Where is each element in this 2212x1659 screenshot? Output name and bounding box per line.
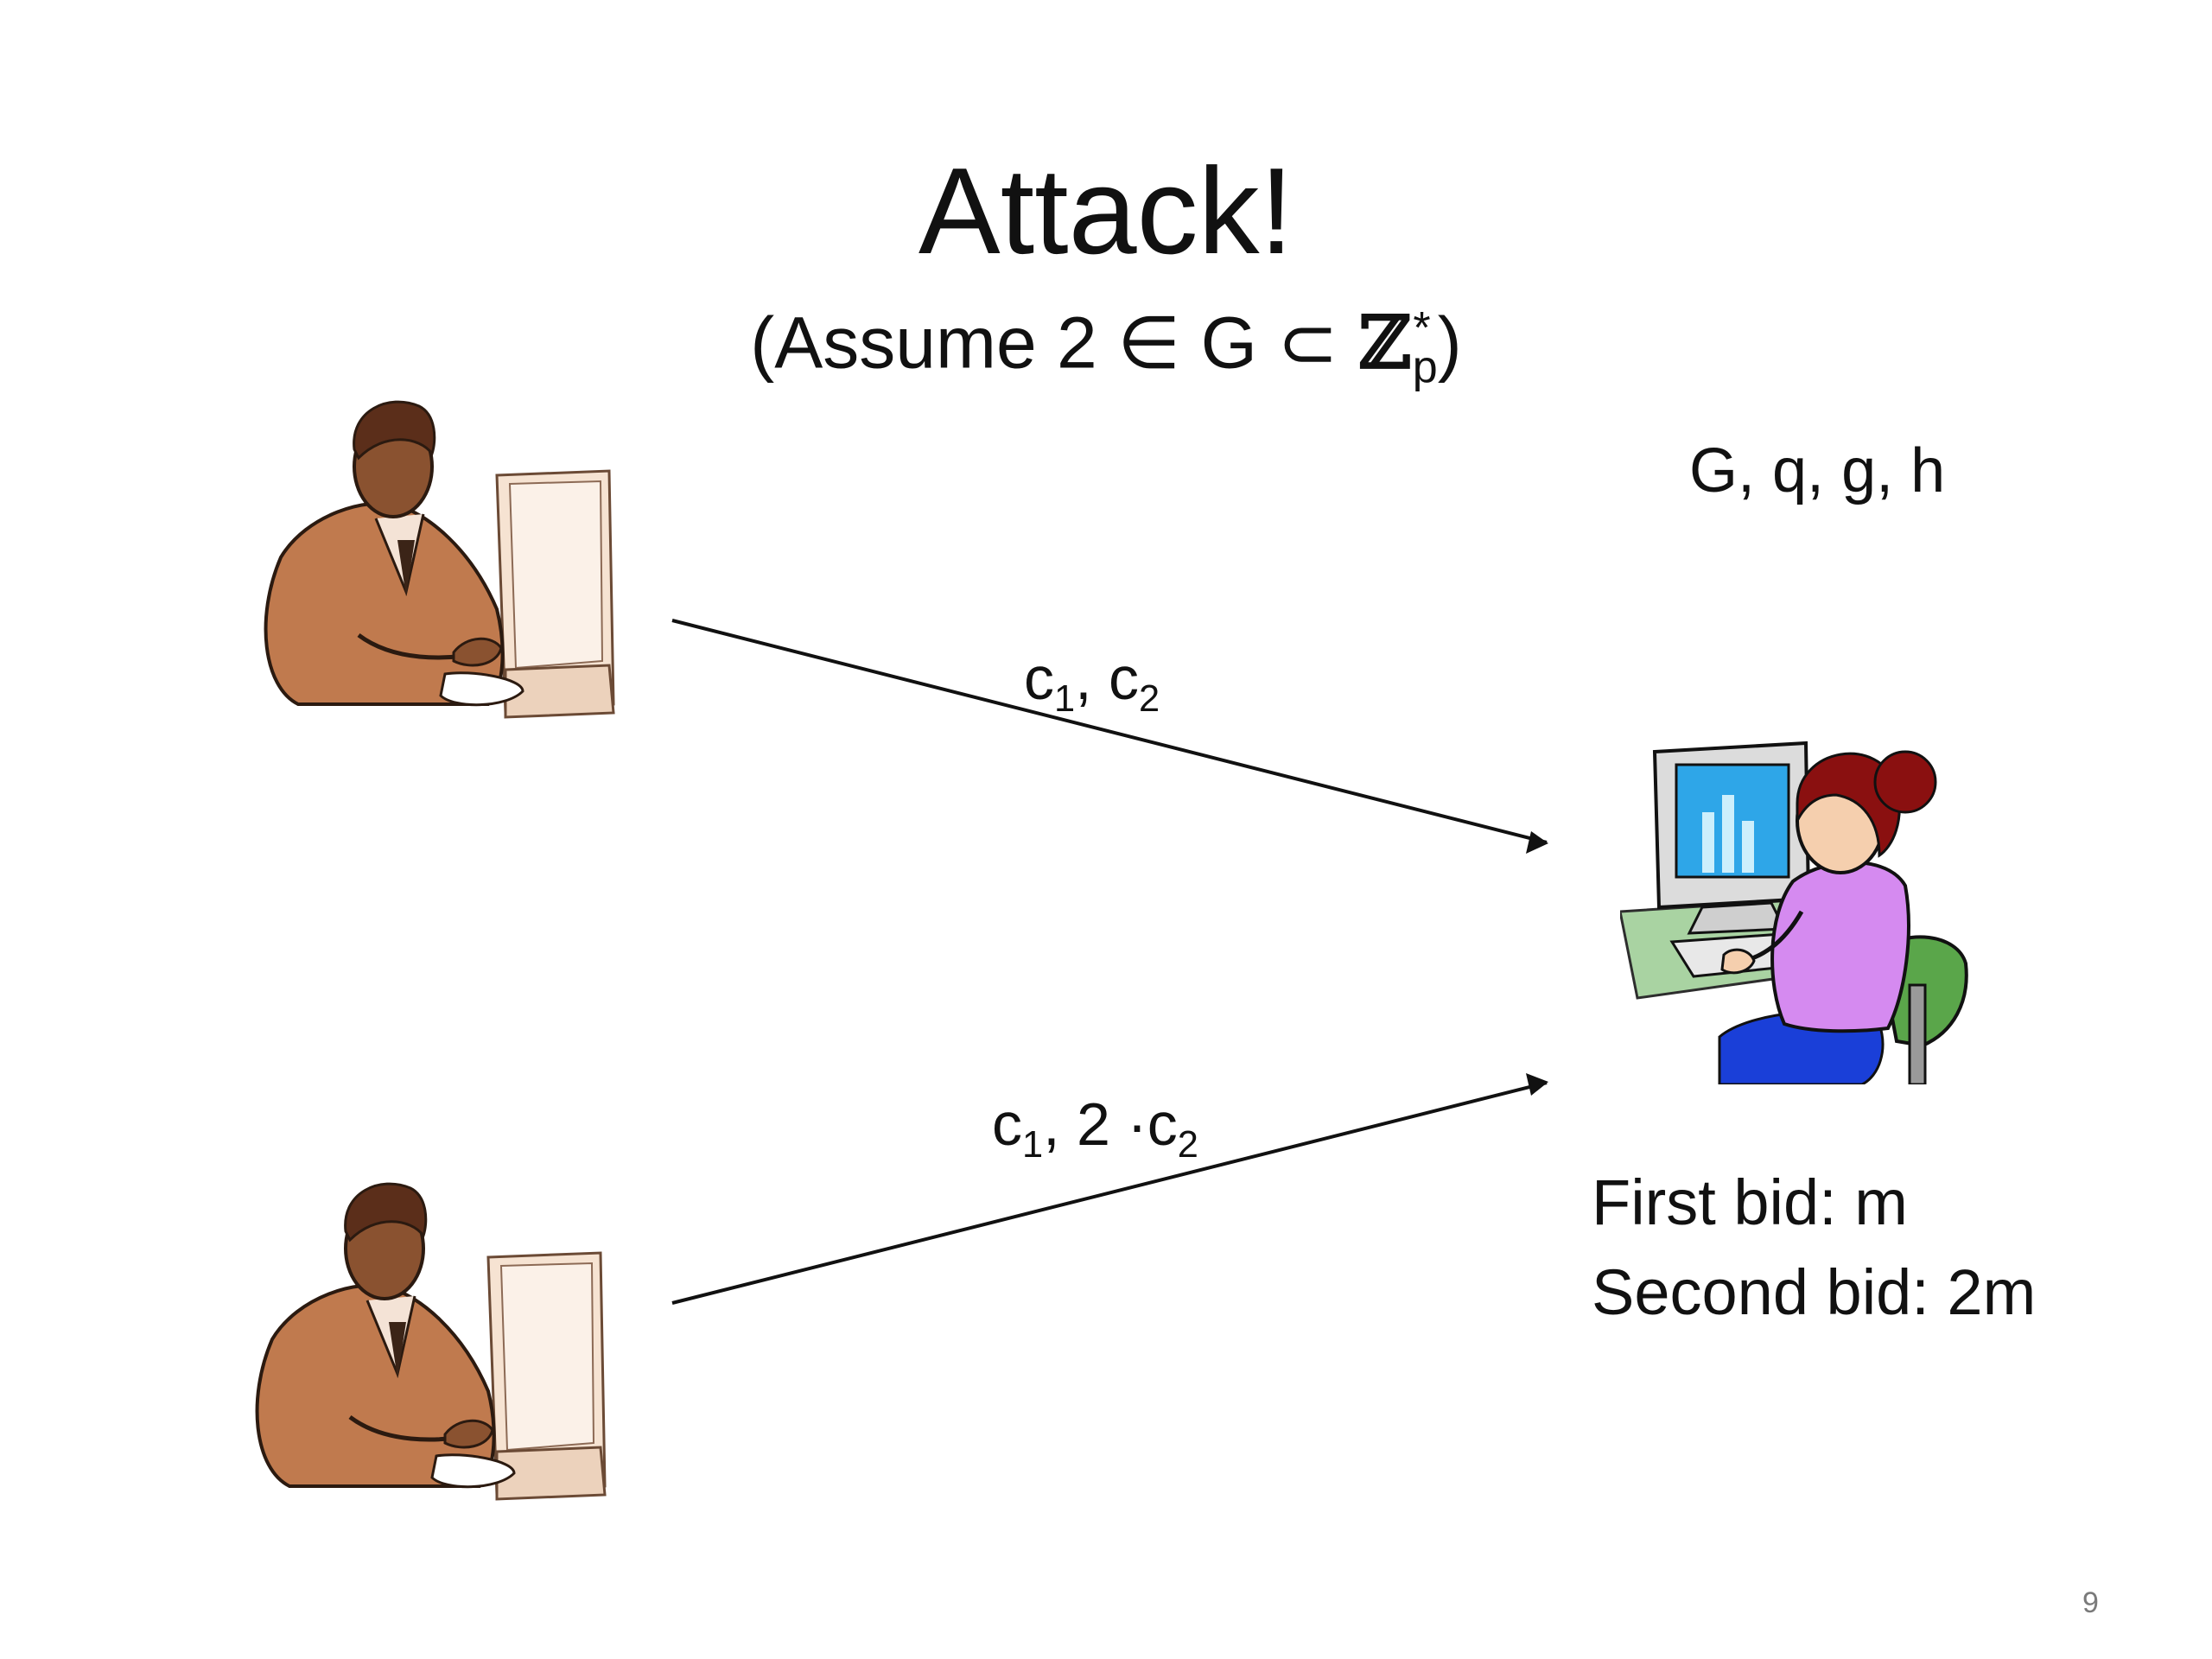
msg2-c: c [992,1090,1022,1158]
subtitle-subscript: p [1412,342,1438,393]
slide-title: Attack! [918,143,1294,280]
slide-subtitle: (Assume 2 ∈ G ⊂ ℤ*p) [0,285,2212,410]
subtitle-prefix: (Assume 2 ∈ G ⊂ [750,302,1358,384]
first-message-label: c1, c2 [1024,641,1160,736]
integers-symbol: ℤ [1357,299,1412,385]
man-at-computer-icon [264,400,615,719]
subtitle-superscript: * [1413,303,1431,353]
second-message-label: c1, 2 ·c2 [992,1087,1198,1182]
msg1-sep: , c [1075,645,1140,712]
arrow-first-message [671,619,1548,844]
msg1-sub2: 2 [1139,677,1160,720]
msg1-sub1: 1 [1054,677,1076,720]
msg2-sub2: 2 [1177,1123,1198,1166]
arrow-second-head [1526,1073,1548,1096]
msg2-sep: , 2 ·c [1043,1090,1178,1158]
page-number: 9 [2082,1586,2099,1619]
bids-list: First bid: m Second bid: 2m [1592,1158,2036,1338]
man-at-computer-icon [255,1182,607,1501]
arrow-first-head [1526,831,1548,854]
msg1-c: c [1024,645,1054,712]
first-bid: First bid: m [1592,1166,1908,1238]
second-bid: Second bid: 2m [1592,1256,2037,1328]
arrow-second-message [671,1081,1548,1305]
woman-at-computer-icon [1620,741,1968,1084]
msg2-sub1: 1 [1022,1123,1044,1166]
public-parameters: G, q, g, h [1689,436,1946,505]
subtitle-suffix: ) [1437,302,1462,384]
